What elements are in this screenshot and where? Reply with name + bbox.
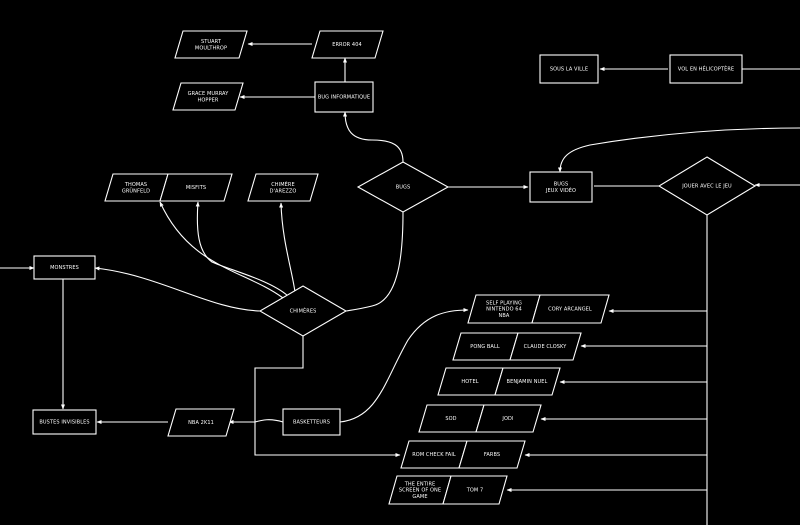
node-stuart-moulthrop[interactable]: [174, 30, 248, 59]
node-chimere-darezzo[interactable]: [247, 173, 319, 202]
node-nba-2k11[interactable]: [167, 408, 235, 437]
label-jodi: JODI: [501, 416, 513, 422]
edge-bugs-to-chimeres: [345, 211, 404, 312]
node-benjamin-nuel[interactable]: [494, 367, 561, 396]
label-tom-7: TOM 7: [466, 488, 484, 494]
node-vol-en-helicoptere[interactable]: [669, 54, 743, 84]
label-chimeres-decision: CHIMÈRES: [290, 307, 317, 315]
edges: [0, 42, 800, 525]
label-monstres: MONSTRES: [50, 265, 79, 271]
node-tom-7[interactable]: [442, 475, 508, 505]
edge-basket-to-nba: [228, 419, 284, 424]
label-benjamin-nuel: BENJAMIN NUEL: [507, 379, 548, 385]
edge-chimeres-loop: [254, 326, 401, 457]
node-misfits[interactable]: [159, 173, 233, 202]
label-misfits: MISFITS: [186, 185, 206, 191]
label-claude-closky: CLAUDE CLOSKY: [524, 344, 568, 350]
label-nba-2k11: NBA 2K11: [188, 420, 214, 426]
edge-basket-to-selfplaying: [339, 308, 469, 423]
label-sous-la-ville: SOUS LA VILLE: [550, 67, 588, 73]
label-hotel: HOTEL: [461, 379, 478, 385]
node-grace-murray-hopper[interactable]: [172, 82, 244, 111]
label-error-404: ERROR 404: [332, 42, 362, 48]
edge-bugs-to-buginfo: [343, 111, 404, 163]
node-bug-informatique[interactable]: [314, 81, 374, 113]
node-monstres[interactable]: [33, 255, 96, 280]
node-jodi[interactable]: [475, 404, 542, 433]
label-sod: SOD: [445, 416, 456, 422]
label-basketteurs: BASKETTEURS: [293, 420, 330, 426]
node-farbs[interactable]: [458, 440, 526, 469]
label-bustes-invisibles: BUSTES INVISIBLES: [39, 420, 89, 426]
node-basketteurs[interactable]: [282, 408, 341, 436]
label-bugs-decision: BUGS: [396, 185, 411, 191]
label-pong-ball: PONG BALL: [470, 344, 500, 350]
node-bustes-invisibles[interactable]: [32, 409, 97, 435]
node-chimeres-decision[interactable]: [258, 285, 348, 337]
edge-chimeres-to-misfits: [195, 201, 289, 297]
edge-chimeres-to-monstres: [94, 266, 262, 312]
node-sous-la-ville[interactable]: [539, 54, 599, 84]
edge-top-curve-to-bugsjeux: [558, 127, 800, 173]
label-cory-arcangel: CORY ARCANGEL: [548, 307, 592, 313]
node-jouer-avec-le-jeu[interactable]: [657, 156, 757, 216]
label-farbs: FARBS: [484, 452, 500, 458]
label-rom-check-fail: ROM CHECK FAIL: [412, 452, 456, 458]
node-error-404[interactable]: [311, 30, 384, 59]
node-claude-closky[interactable]: [509, 332, 582, 361]
node-bugs-decision[interactable]: [356, 161, 450, 213]
label-jouer-avec-le-jeu: JOUER AVEC LE JEU: [681, 184, 732, 190]
node-cory-arcangel[interactable]: [531, 294, 610, 324]
node-bugs-jeux-video[interactable]: [529, 171, 593, 203]
edge-chimeres-to-thomas: [159, 201, 284, 299]
label-vol-en-helicoptere: VOL EN HÉLICOPTÈRE: [678, 65, 734, 73]
edge-chimeres-to-arezzo: [279, 202, 296, 293]
label-bug-informatique: BUG INFORMATIQUE: [318, 95, 370, 101]
